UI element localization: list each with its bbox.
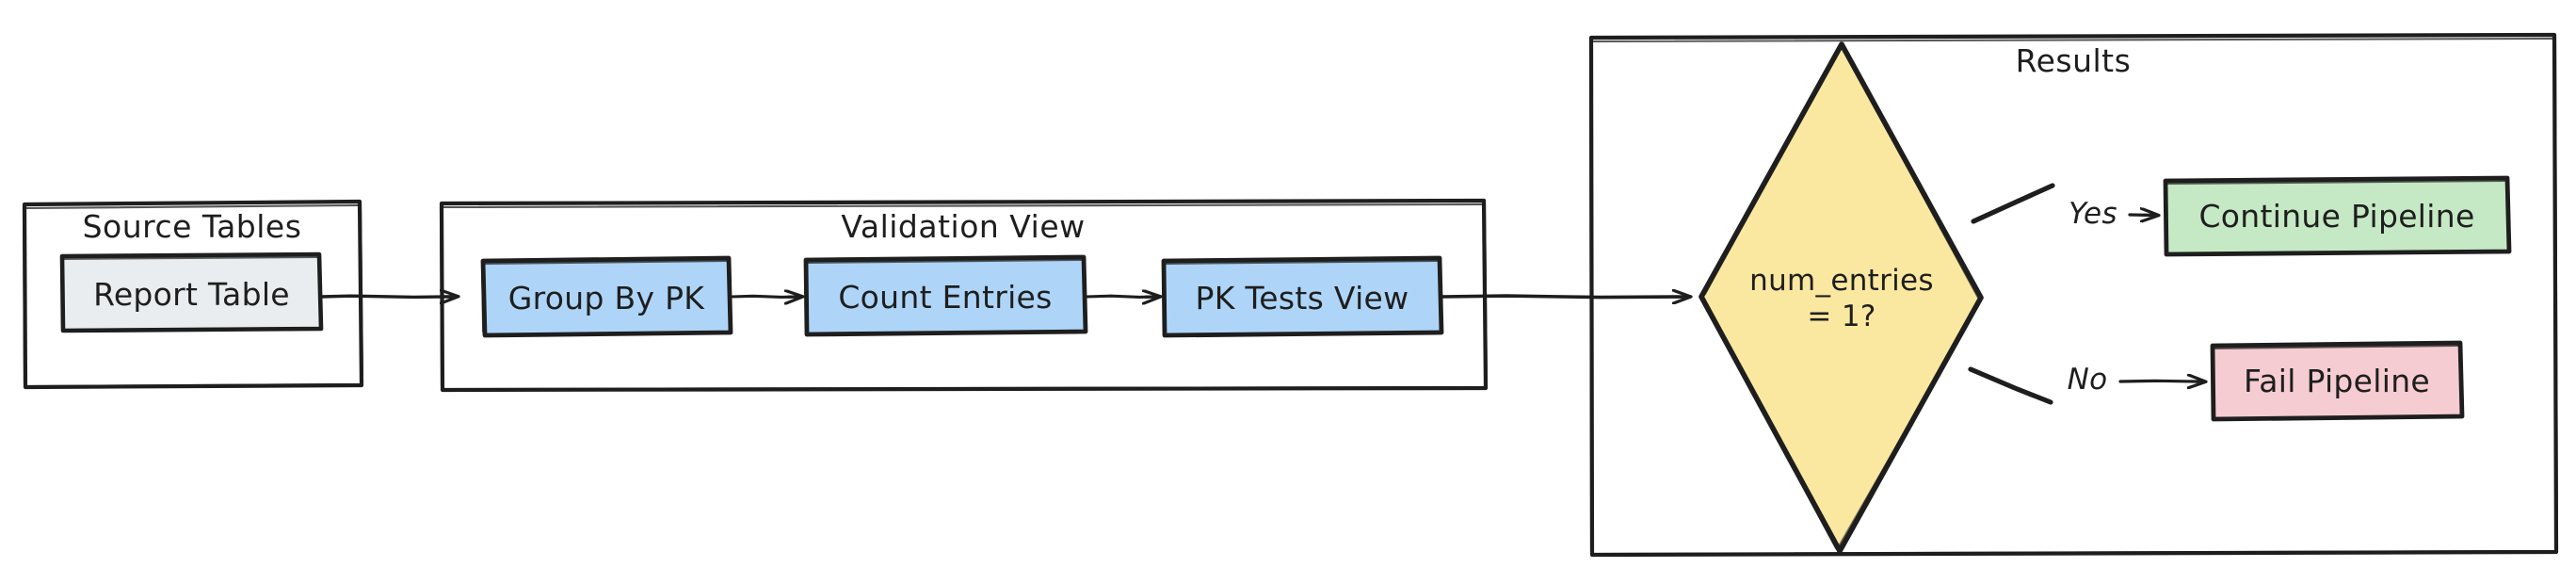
node-shape-num-entries-check <box>1699 41 1984 554</box>
node-shape-count-entries <box>803 254 1088 337</box>
edge-pk-tests-view-to-num-entries-check <box>1441 296 1690 298</box>
edge-report-table-to-group-by-pk <box>319 296 458 297</box>
node-shape-continue-pipeline <box>2163 175 2512 257</box>
node-shape-group-by-pk <box>480 255 733 338</box>
node-group-by-pk[interactable] <box>482 258 732 336</box>
node-num-entries-check[interactable] <box>1701 44 1982 552</box>
node-shape-fail-pipeline <box>2210 340 2465 422</box>
node-continue-pipeline[interactable] <box>2165 178 2511 255</box>
node-report-table[interactable] <box>61 254 322 332</box>
node-pk-tests-view[interactable] <box>1163 258 1443 336</box>
edge-group-by-pk-to-count-entries <box>730 296 802 297</box>
edge-num-entries-check-to-fail-pipeline <box>1968 366 2205 405</box>
node-shape-pk-tests-view <box>1161 255 1444 338</box>
node-count-entries[interactable] <box>805 257 1087 335</box>
edge-num-entries-check-to-continue-pipeline <box>1971 183 2158 224</box>
node-shape-report-table <box>59 251 324 333</box>
edge-count-entries-to-pk-tests-view <box>1085 296 1160 297</box>
node-fail-pipeline[interactable] <box>2212 343 2464 420</box>
